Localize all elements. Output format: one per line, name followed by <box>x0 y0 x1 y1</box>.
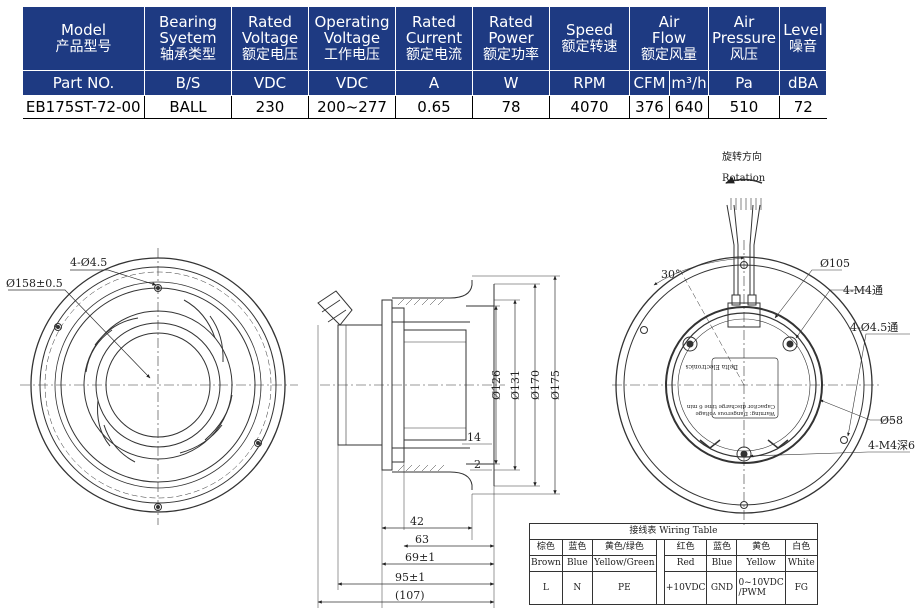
wire-function: N <box>561 571 593 605</box>
wiring-value-row: L N PE +10VDC GND 0~10VDC/PWM FG <box>529 571 818 605</box>
plate-text-3: Warning: Dangerous voltage <box>695 410 775 416</box>
dim-d170: Ø170 <box>529 370 542 400</box>
dim-2: 2 <box>474 458 481 471</box>
unit-cell: m³/h <box>669 70 709 96</box>
wire-color-cn: 黄色 <box>736 539 786 556</box>
wire-color-en: Brown <box>529 555 563 572</box>
wire-color-cn: 蓝色 <box>706 539 738 556</box>
value-cell: 72 <box>779 95 827 119</box>
unit-cell: A <box>395 70 473 96</box>
dim-95: 95±1 <box>395 571 425 584</box>
spec-values-row: EB175ST-72-00 BALL 230 200~277 0.65 78 4… <box>22 95 827 119</box>
unit-cell: VDC <box>308 70 396 96</box>
plate-text-2: Capacitor discharge time 6 min <box>686 403 775 409</box>
back-label-m4-through: 4-M4通 <box>843 284 883 297</box>
wiring-cn-row: 棕色 蓝色 黄色/绿色 红色 蓝色 黄色 白色 <box>529 539 818 605</box>
back-label-holes: 4-Ø4.5通 <box>850 321 898 334</box>
back-label-d105: Ø105 <box>820 257 850 270</box>
wire-color-en: Yellow/Green <box>591 555 657 572</box>
back-view <box>612 176 910 525</box>
dim-42: 42 <box>410 515 424 528</box>
spec-units-row: Part NO. B/S VDC VDC A W RPM CFM m³/h Pa… <box>22 70 827 96</box>
wire-color-en: Blue <box>561 555 593 572</box>
value-cell: 376 <box>629 95 670 119</box>
rotation-cn-label: 旋转方向 <box>722 150 762 163</box>
dim-63: 63 <box>415 533 429 546</box>
plate-text-1: Delta Electronics <box>686 363 739 370</box>
dim-69: 69±1 <box>405 551 435 564</box>
wire-color-en: Red <box>663 555 708 572</box>
rotation-en-label: Rotation <box>722 173 766 184</box>
wire-function: 0~10VDC/PWM <box>736 571 786 605</box>
wire-color-en: White <box>784 555 818 572</box>
wire-function: +10VDC <box>663 571 708 605</box>
value-cell: 640 <box>669 95 709 119</box>
unit-cell: B/S <box>144 70 232 96</box>
dim-d131: Ø131 <box>509 370 522 400</box>
unit-cell: W <box>472 70 550 96</box>
wire-function: FG <box>784 571 818 605</box>
dim-d126: Ø126 <box>490 370 503 400</box>
wire-color-en: Blue <box>706 555 738 572</box>
wire-color-cn: 白色 <box>784 539 818 556</box>
value-cell: 230 <box>231 95 309 119</box>
wire-color-cn: 蓝色 <box>561 539 593 556</box>
side-view <box>317 275 560 608</box>
unit-cell: CFM <box>629 70 670 96</box>
back-label-m4-depth: 4-M4深6 <box>868 439 915 452</box>
value-cell: BALL <box>144 95 232 119</box>
wiring-title: 接线表 Wiring Table <box>529 523 818 540</box>
unit-cell: Pa <box>708 70 780 96</box>
front-view <box>8 248 298 525</box>
value-cell: 0.65 <box>395 95 473 119</box>
dim-14: 14 <box>467 431 481 444</box>
value-cell: 510 <box>708 95 780 119</box>
value-cell: EB175ST-72-00 <box>22 95 145 119</box>
wiring-separator <box>655 539 665 605</box>
unit-cell: VDC <box>231 70 309 96</box>
wire-color-cn: 红色 <box>663 539 708 556</box>
value-cell: 200~277 <box>308 95 396 119</box>
wiring-title-row: 接线表 Wiring Table <box>529 523 818 540</box>
value-cell: 78 <box>472 95 550 119</box>
dim-107: (107) <box>395 589 425 602</box>
wiring-en-row: Brown Blue Yellow/Green Red Blue Yellow … <box>529 555 818 572</box>
unit-cell: dBA <box>779 70 827 96</box>
value-cell: 4070 <box>549 95 630 119</box>
wire-function: GND <box>706 571 738 605</box>
front-hole-label: 4-Ø4.5 <box>70 256 107 269</box>
back-label-d58: Ø58 <box>880 414 903 427</box>
wire-function: L <box>529 571 563 605</box>
unit-cell: RPM <box>549 70 630 96</box>
wire-color-en: Yellow <box>736 555 786 572</box>
front-dia-label: Ø158±0.5 <box>6 277 63 290</box>
angle-label: 30° <box>661 268 681 281</box>
wire-function: PE <box>591 571 657 605</box>
wire-color-cn: 棕色 <box>529 539 563 556</box>
unit-cell: Part NO. <box>22 70 145 96</box>
wire-color-cn: 黄色/绿色 <box>591 539 657 556</box>
wiring-table: 接线表 Wiring Table 棕色 蓝色 黄色/绿色 红色 蓝色 黄色 白色… <box>529 523 818 605</box>
dim-d175: Ø175 <box>549 370 562 400</box>
